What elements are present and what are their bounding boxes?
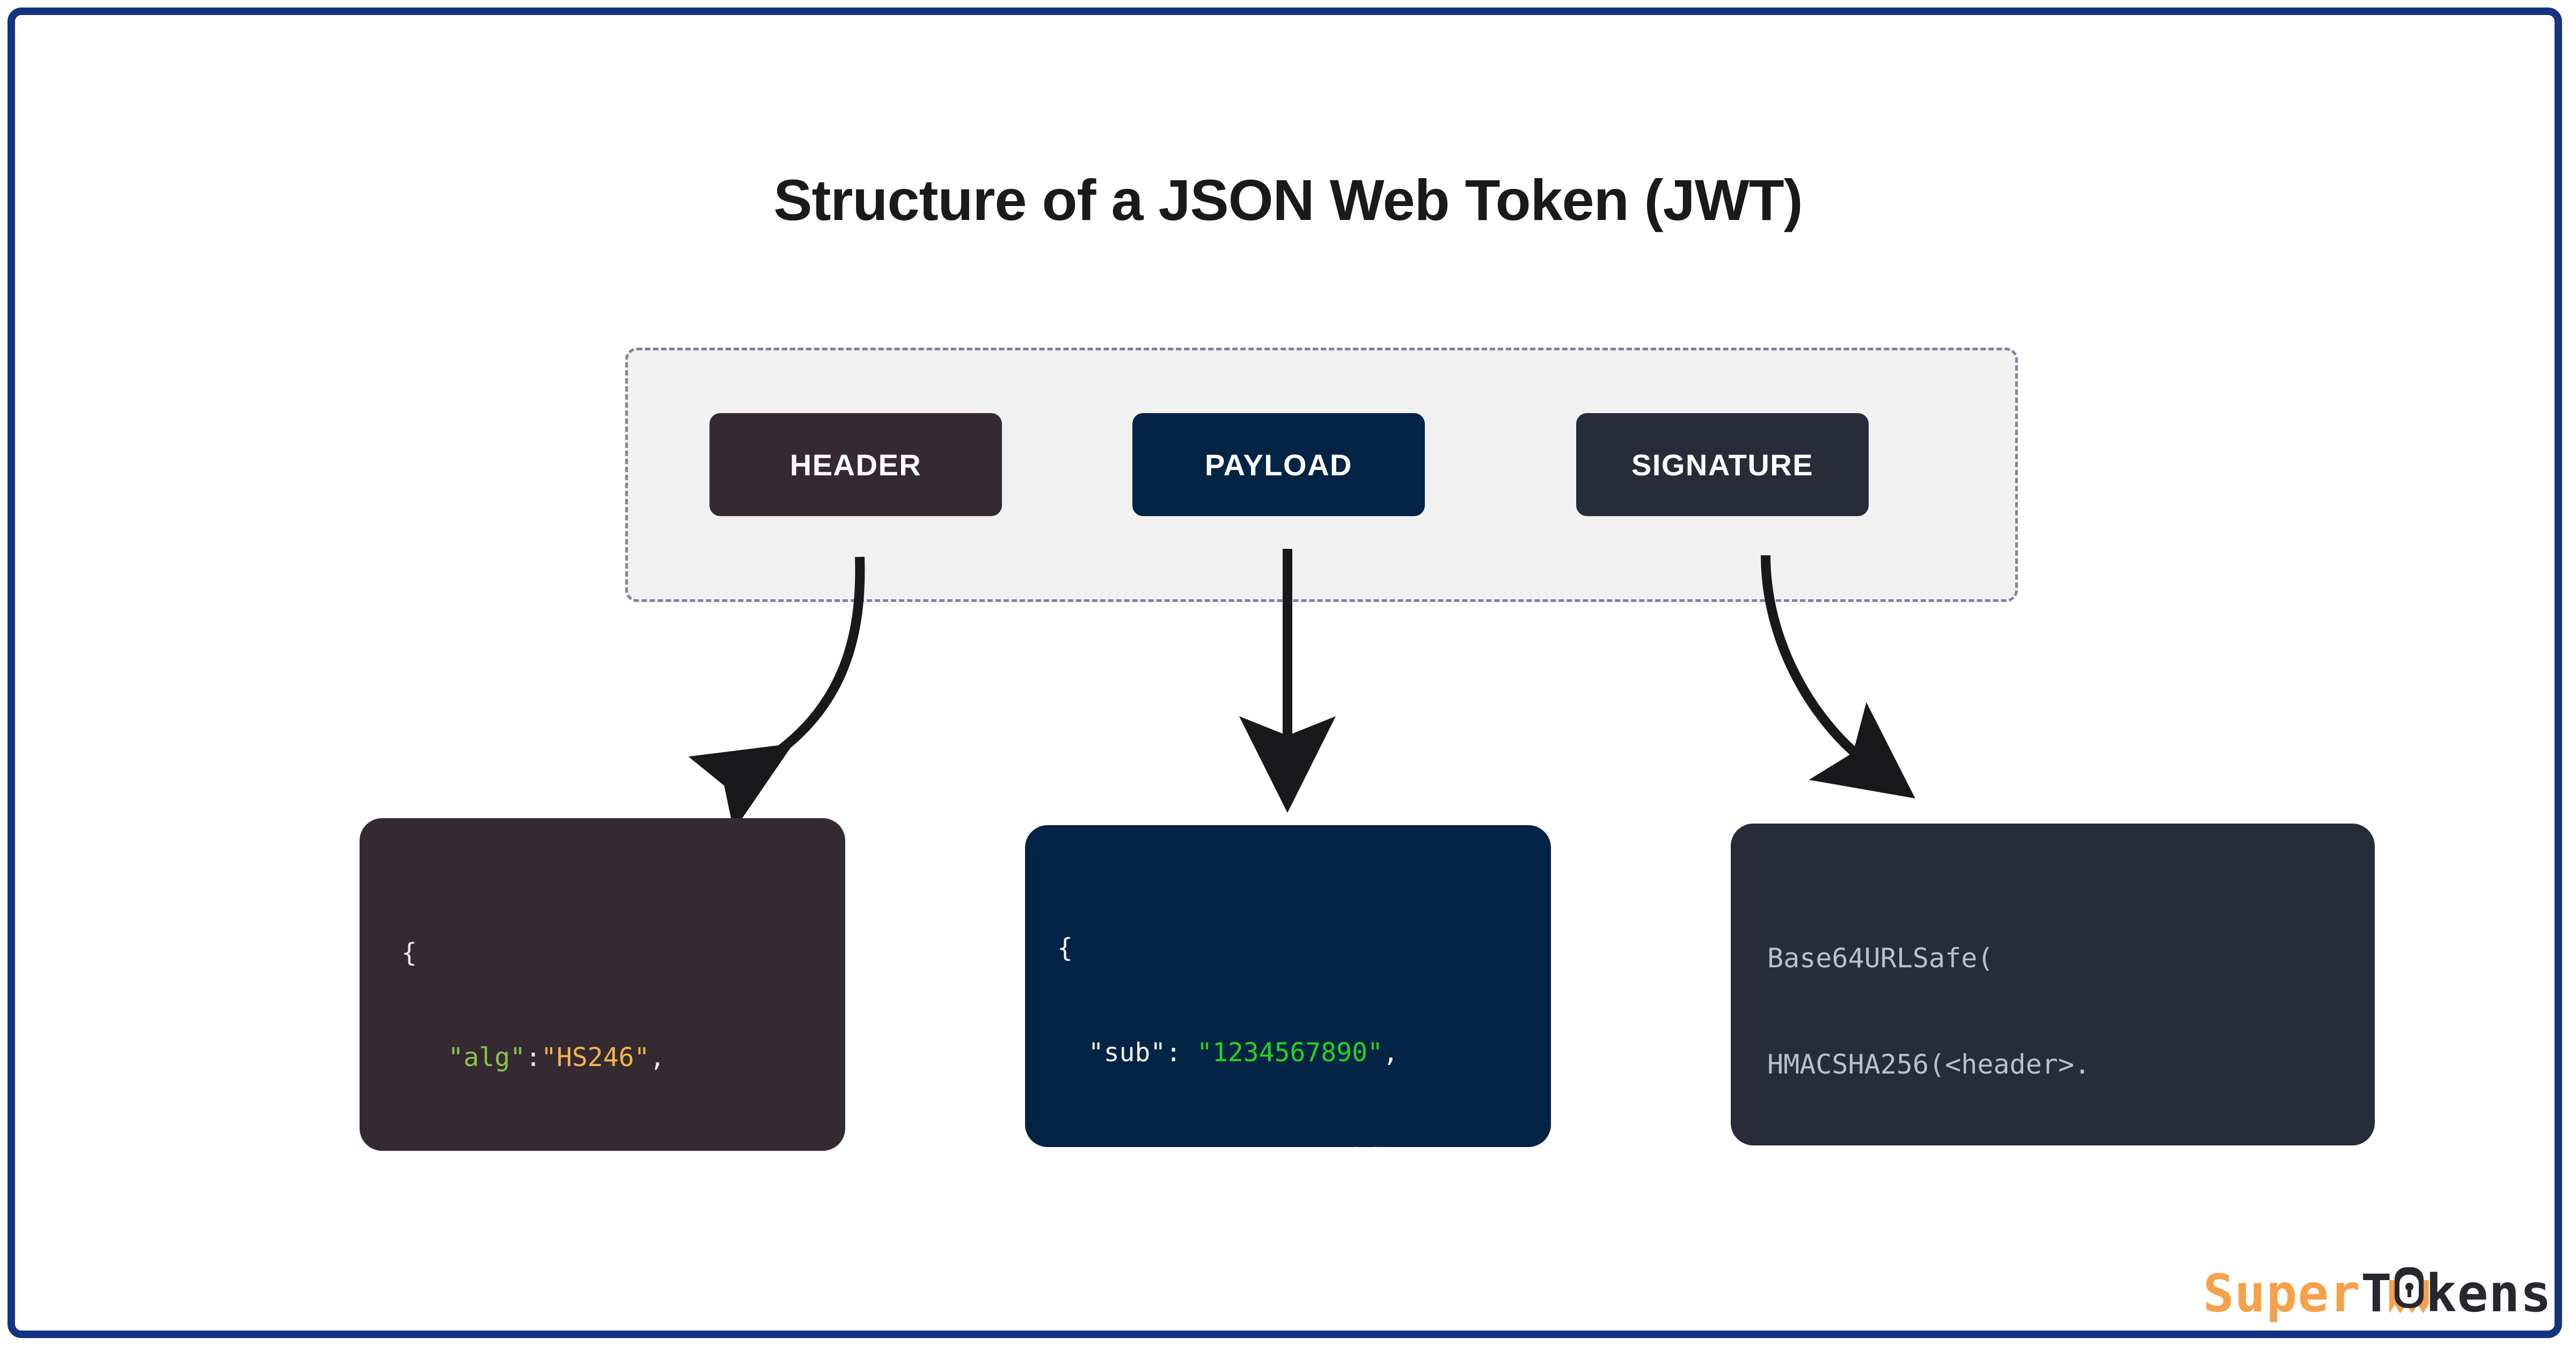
- logo-t-letter: T: [2360, 1263, 2392, 1324]
- code-line: Base64URLSafe(: [1767, 942, 1994, 974]
- json-key: "sub":: [1088, 1038, 1182, 1068]
- code-line: {: [401, 936, 845, 971]
- page-title: Structure of a JSON Web Token (JWT): [773, 167, 1803, 232]
- json-key: "alg": [448, 1042, 526, 1073]
- chip-signature[interactable]: SIGNATURE: [1576, 413, 1869, 516]
- chip-payload-label: PAYLOAD: [1205, 447, 1352, 482]
- chip-header[interactable]: HEADER: [709, 413, 1002, 516]
- code-line: {: [1057, 931, 1551, 966]
- json-value: "1234567890": [1197, 1038, 1383, 1068]
- json-comma: ,: [1430, 1143, 1445, 1147]
- code-line: "typ":"JWT": [401, 1145, 845, 1151]
- chip-signature-label: SIGNATURE: [1631, 447, 1814, 482]
- signature-code-box: Base64URLSafe( HMACSHA256(<header>. <pay…: [1731, 824, 2375, 1145]
- json-value: "HS246": [541, 1042, 650, 1073]
- code-line: "name": "George White",: [1057, 1141, 1551, 1147]
- brace-open: {: [1057, 932, 1073, 963]
- json-value: "George White": [1212, 1143, 1430, 1147]
- json-key: "name":: [1088, 1143, 1197, 1147]
- keyhole-circle: [2405, 1283, 2413, 1291]
- keyhole-stem: [2407, 1290, 2411, 1297]
- json-comma: ,: [649, 1042, 665, 1073]
- json-key: "typ": [448, 1148, 526, 1151]
- brace-open: {: [401, 937, 417, 968]
- chip-header-label: HEADER: [789, 447, 922, 482]
- code-line: "alg":"HS246",: [401, 1040, 845, 1075]
- json-value: "JWT": [541, 1148, 619, 1151]
- json-colon: :: [525, 1042, 541, 1073]
- chip-payload[interactable]: PAYLOAD: [1132, 413, 1425, 516]
- keyhole-ghost-icon: [2389, 1260, 2429, 1313]
- json-comma: ,: [1382, 1038, 1399, 1068]
- json-colon: :: [525, 1148, 541, 1151]
- header-code-box: { "alg":"HS246", "typ":"JWT" }: [360, 818, 845, 1151]
- payload-code-box: { "sub": "1234567890", "name": "George W…: [1025, 825, 1551, 1147]
- code-line: HMACSHA256(<header>.: [1767, 1049, 2091, 1081]
- code-line: "sub": "1234567890",: [1057, 1035, 1551, 1070]
- logo-kens-text: kens: [2425, 1263, 2552, 1324]
- logo-super-text: Super: [2203, 1263, 2361, 1324]
